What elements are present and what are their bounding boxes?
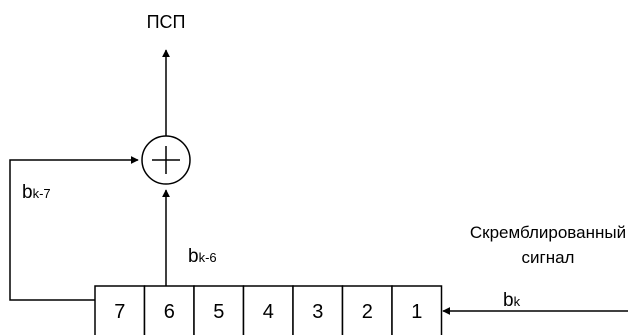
register-cell: 1	[391, 285, 443, 335]
register-cell: 2	[341, 285, 393, 335]
register-cell-number: 2	[362, 301, 373, 323]
register-cell-number: 5	[213, 301, 224, 323]
register-cell: 5	[193, 285, 245, 335]
register-cell-box	[143, 285, 195, 335]
xor-adder-symbol	[141, 135, 191, 185]
register-cell: 4	[242, 285, 294, 335]
register-cell: 6	[143, 285, 195, 335]
input-label-sub: k	[514, 294, 521, 309]
register-cell-box	[193, 285, 245, 335]
shift-register: 7 6 5 4 3 2 1	[94, 285, 443, 335]
output-label: ПСП	[147, 12, 186, 32]
feedback-line-k7	[9, 156, 139, 301]
input-label: bk	[503, 290, 521, 311]
register-cell-box	[242, 285, 294, 335]
register-cell: 7	[94, 285, 146, 335]
register-cell-number: 4	[263, 301, 274, 323]
register-cell-number: 3	[312, 301, 323, 323]
tap-k7-sub: k-7	[33, 186, 51, 201]
register-cell-number: 7	[114, 301, 125, 323]
register-cell-number: 1	[411, 301, 422, 323]
tap-k6-main: b	[188, 246, 199, 267]
input-caption-line-1: Скремблированный	[470, 223, 626, 242]
tap-label-k6: bk-6	[188, 246, 217, 267]
register-cell-box	[292, 285, 344, 335]
tap-k6-sub: k-6	[199, 250, 217, 265]
register-cell-box	[94, 285, 146, 335]
register-cell-box	[391, 285, 443, 335]
input-label-main: b	[503, 290, 514, 311]
register-cell: 3	[292, 285, 344, 335]
tap-label-k7: bk-7	[22, 182, 51, 203]
tap-k7-main: b	[22, 182, 33, 203]
input-caption-line-2: сигнал	[522, 248, 575, 267]
register-cell-number: 6	[164, 301, 175, 323]
